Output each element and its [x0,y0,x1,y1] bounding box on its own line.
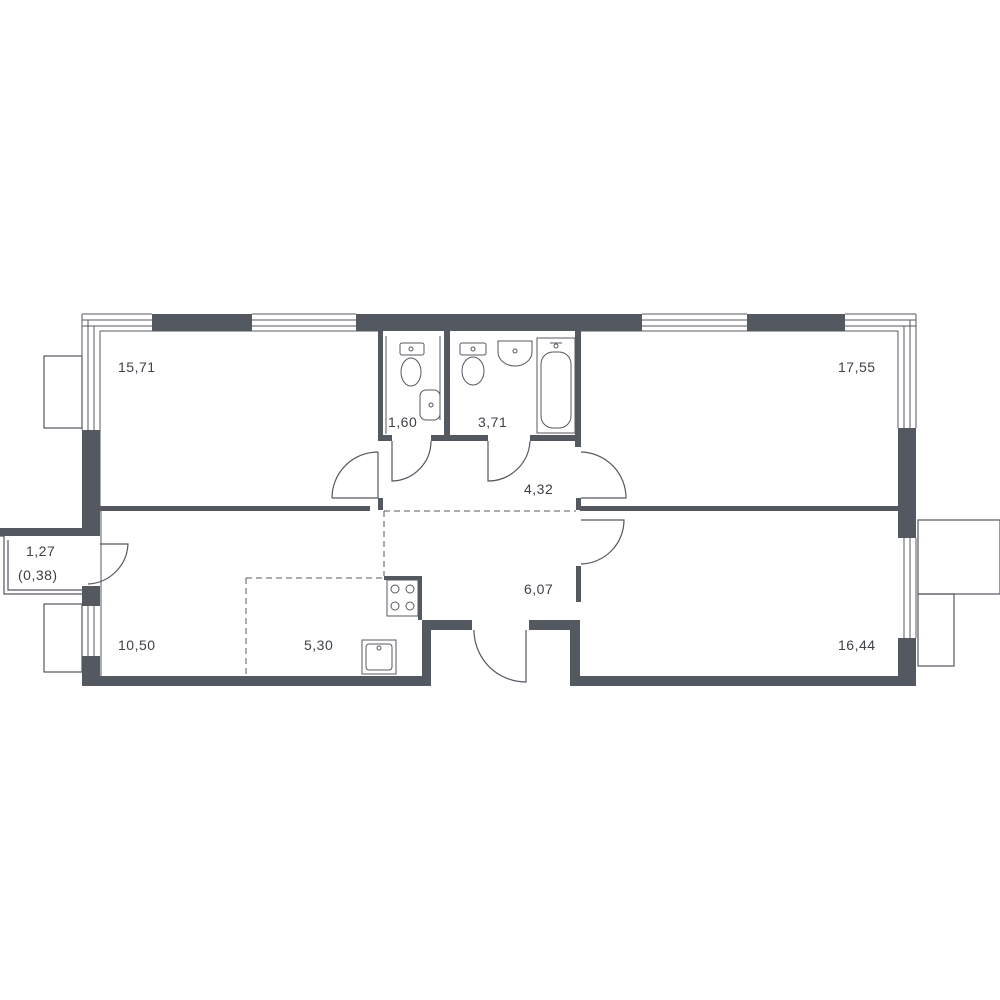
sink-icon [419,389,441,421]
room-area-sublabel: (0,38) [18,567,58,583]
room-area-label: 6,07 [524,581,553,597]
room-area-label: 4,32 [524,481,553,497]
room-labels: 15,71 1,60 3,71 17,55 4,32 6,07 1,27 (0,… [18,359,876,653]
bathtub-icon [536,337,576,434]
fixtures [361,337,576,675]
outside-panels [0,355,1000,673]
kitchen-sink-icon [361,639,397,675]
toilet-icon [399,342,425,387]
room-area-label: 10,50 [118,637,156,653]
sink-icon [497,340,533,367]
room-area-label: 15,71 [118,359,156,375]
room-area-label: 16,44 [838,637,876,653]
room-area-label: 3,71 [478,414,507,430]
room-area-label: 5,30 [304,637,333,653]
window-frames [81,313,917,656]
doors [87,440,627,683]
walls [0,314,916,686]
room-area-label: 1,27 [26,543,55,559]
stove-icon [386,579,419,617]
room-area-label: 1,60 [388,414,417,430]
interior-lines [99,330,899,676]
room-area-label: 17,55 [838,359,876,375]
zone-dashes [245,510,576,676]
toilet-icon [459,342,487,386]
